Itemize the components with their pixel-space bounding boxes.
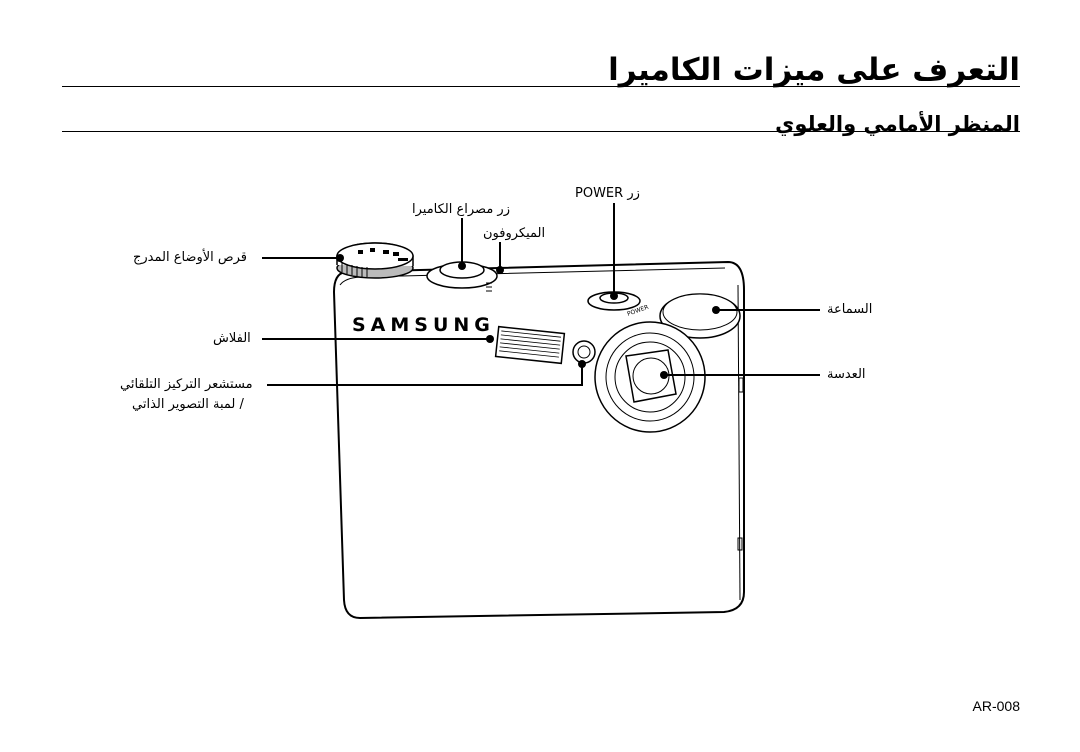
side-port [737,537,743,551]
brand-logo: SAMSUNG [352,314,495,336]
page-title: التعرف على ميزات الكاميرا [608,52,1020,88]
callout-af-lamp [267,364,583,386]
label-microphone: الميكروفون [483,226,546,241]
title-underline [62,86,1020,87]
label-speaker: السماعة [827,302,873,317]
section-subtitle: المنظر الأمامي والعلوي [775,112,1020,136]
flash-window [494,325,566,365]
label-flash: الفلاش [213,331,251,346]
mode-dial-top [336,242,414,270]
label-shutter-button: زر مصراع الكاميرا [412,202,510,217]
label-af-sensor-line2: / لمبة التصوير الذاتي [132,397,244,412]
page-number: AR-008 [972,698,1020,714]
label-power-button: زر POWER [575,186,640,201]
side-strap-slot [738,377,744,393]
label-lens: العدسة [827,367,866,382]
camera-side-edge [737,284,741,601]
label-mode-dial: قرص الأوضاع المدرج [133,250,248,265]
label-af-sensor-line1: مستشعر التركيز التلقائي [120,377,253,392]
microphone-holes [486,282,492,292]
subtitle-underline [62,131,1020,132]
